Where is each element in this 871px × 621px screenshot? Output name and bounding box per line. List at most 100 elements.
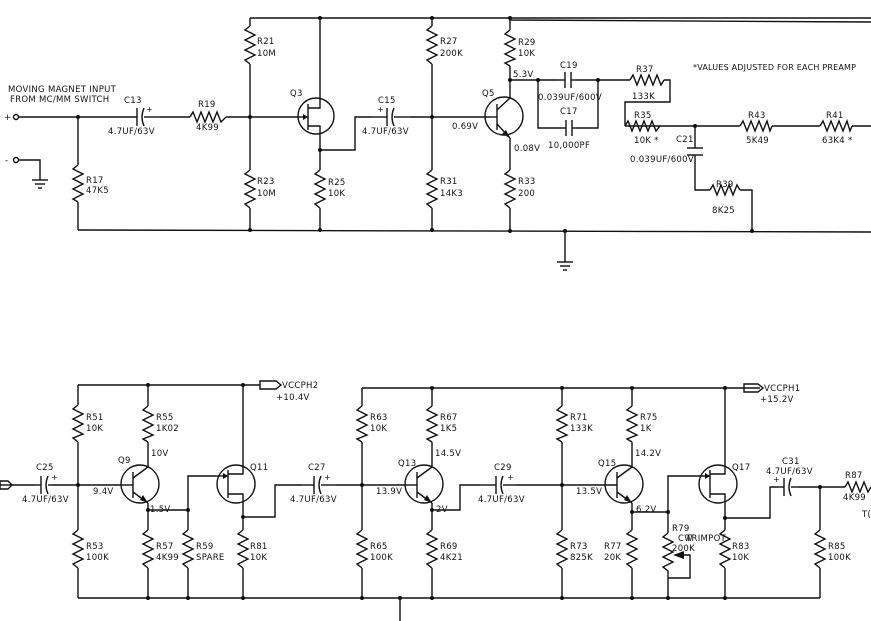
labels: MOVING MAGNET INPUT FROM MC/MM SWITCH + …: [4, 37, 871, 563]
c15-ref: C15: [378, 96, 396, 106]
c29-ref: C29: [494, 463, 512, 473]
r27-resistor: [425, 25, 439, 65]
q13-collector-voltage: 14.5V: [435, 449, 461, 459]
r33-resistor: [503, 169, 517, 209]
r41-resistor: [819, 118, 853, 134]
c13-ref: C13: [124, 96, 142, 106]
r19-resistor: [189, 110, 227, 124]
r37-value: 133K: [632, 92, 655, 102]
r27-ref: R27: [440, 37, 458, 47]
r39-value: 8K25: [712, 206, 735, 216]
r71-value: 133K: [570, 424, 593, 434]
r41-ref: R41: [826, 111, 844, 121]
r57-ref: R57: [156, 542, 174, 552]
c13-capacitor: +: [120, 105, 160, 127]
ground-symbol: [557, 261, 573, 271]
q5-ref: Q5: [482, 89, 495, 99]
r79-trimpot-note: TRIMPOT: [685, 534, 727, 544]
r43-value: 5K49: [746, 136, 769, 146]
r79-wiper-arrow: [673, 551, 684, 559]
r87-ref: R87: [845, 471, 863, 481]
r69-value: 4K21: [440, 553, 463, 563]
r31-ref: R31: [440, 177, 458, 187]
r39-ref: R39: [716, 180, 734, 190]
r51-resistor: [71, 404, 85, 443]
q3-jfet: [297, 97, 335, 135]
r87-resistor: [844, 480, 871, 494]
c15-capacitor: +: [372, 105, 410, 127]
r75-resistor: [625, 405, 639, 443]
vccph2-volts: +10.4V: [276, 393, 310, 403]
r55-value: 1K02: [156, 424, 179, 434]
r41-value: 63K4 *: [822, 136, 853, 146]
r67-value: 1K5: [440, 424, 457, 434]
r79-value: 200K: [672, 544, 695, 554]
q11-jfet: [216, 464, 256, 504]
c15-value: 4.7UF/63V: [362, 127, 409, 137]
r19-ref: R19: [198, 100, 216, 110]
svg-text:+: +: [773, 475, 780, 484]
c21-value: 0.039UF/600V: [630, 155, 694, 165]
r83-ref: R83: [732, 542, 750, 552]
svg-text:+: +: [377, 105, 384, 114]
input-terminal: [12, 156, 20, 164]
c31-ref: C31: [782, 457, 800, 467]
r29-resistor: [503, 29, 517, 67]
r25-ref: R25: [328, 178, 346, 188]
input-arrow: [0, 480, 13, 490]
r63-value: 10K: [370, 424, 387, 434]
c27-capacitor: +: [302, 473, 336, 495]
q13-base-voltage: 13.9V: [376, 487, 402, 497]
c29-capacitor: +: [480, 473, 516, 495]
q15-transistor: [600, 464, 644, 504]
r85-resistor: [813, 529, 827, 569]
r59-ref: R59: [196, 542, 214, 552]
r59-resistor: [181, 529, 195, 569]
q13-ref: Q13: [398, 459, 416, 469]
c17-ref: C17: [560, 107, 578, 117]
r19-value: 4K99: [196, 123, 219, 133]
r57-resistor: [141, 529, 155, 569]
q13-transistor: [404, 464, 444, 504]
r85-ref: R85: [828, 542, 846, 552]
r31-resistor: [425, 169, 439, 209]
r69-resistor: [425, 529, 439, 569]
r81-ref: R81: [250, 542, 268, 552]
r73-resistor: [555, 529, 569, 569]
r53-ref: R53: [86, 542, 104, 552]
r27-value: 200K: [440, 49, 463, 59]
r65-ref: R65: [370, 542, 388, 552]
r23-ref: R23: [257, 177, 275, 187]
input-title-line1: MOVING MAGNET INPUT: [8, 85, 117, 95]
input-title-line2: FROM MC/MM SWITCH: [10, 95, 109, 105]
c31-value: 4.7UF/63V: [766, 467, 813, 477]
q15-emitter-voltage: 6.2V: [636, 505, 657, 515]
r55-ref: R55: [156, 413, 174, 423]
c21-ref: C21: [676, 135, 694, 145]
r53-resistor: [71, 529, 85, 569]
q9-transistor: [120, 464, 160, 504]
r79-ref: R79: [672, 524, 690, 534]
c19-ref: C19: [560, 61, 578, 71]
minus-sign: -: [5, 156, 8, 166]
r25-resistor: [313, 169, 327, 209]
r75-ref: R75: [640, 413, 658, 423]
q5-collector-voltage: 5.3V: [513, 70, 534, 80]
q9-emitter-voltage: 1.5V: [150, 505, 171, 515]
r67-resistor: [425, 405, 439, 443]
svg-text:+: +: [51, 473, 58, 482]
top-capacitors: + +: [120, 72, 703, 156]
r31-value: 14K3: [440, 189, 463, 199]
r77-resistor: [625, 529, 639, 569]
top-wires: [18, 17, 871, 262]
r29-value: 10K: [518, 49, 535, 59]
plus-sign: +: [4, 113, 11, 123]
r33-ref: R33: [518, 177, 536, 187]
r17-ref: R17: [86, 176, 104, 186]
q13-emitter-voltage: 2V: [436, 505, 448, 515]
r65-resistor: [355, 529, 369, 569]
input-terminal: [12, 113, 20, 121]
bottom-capacitors: + + + +: [35, 473, 798, 497]
